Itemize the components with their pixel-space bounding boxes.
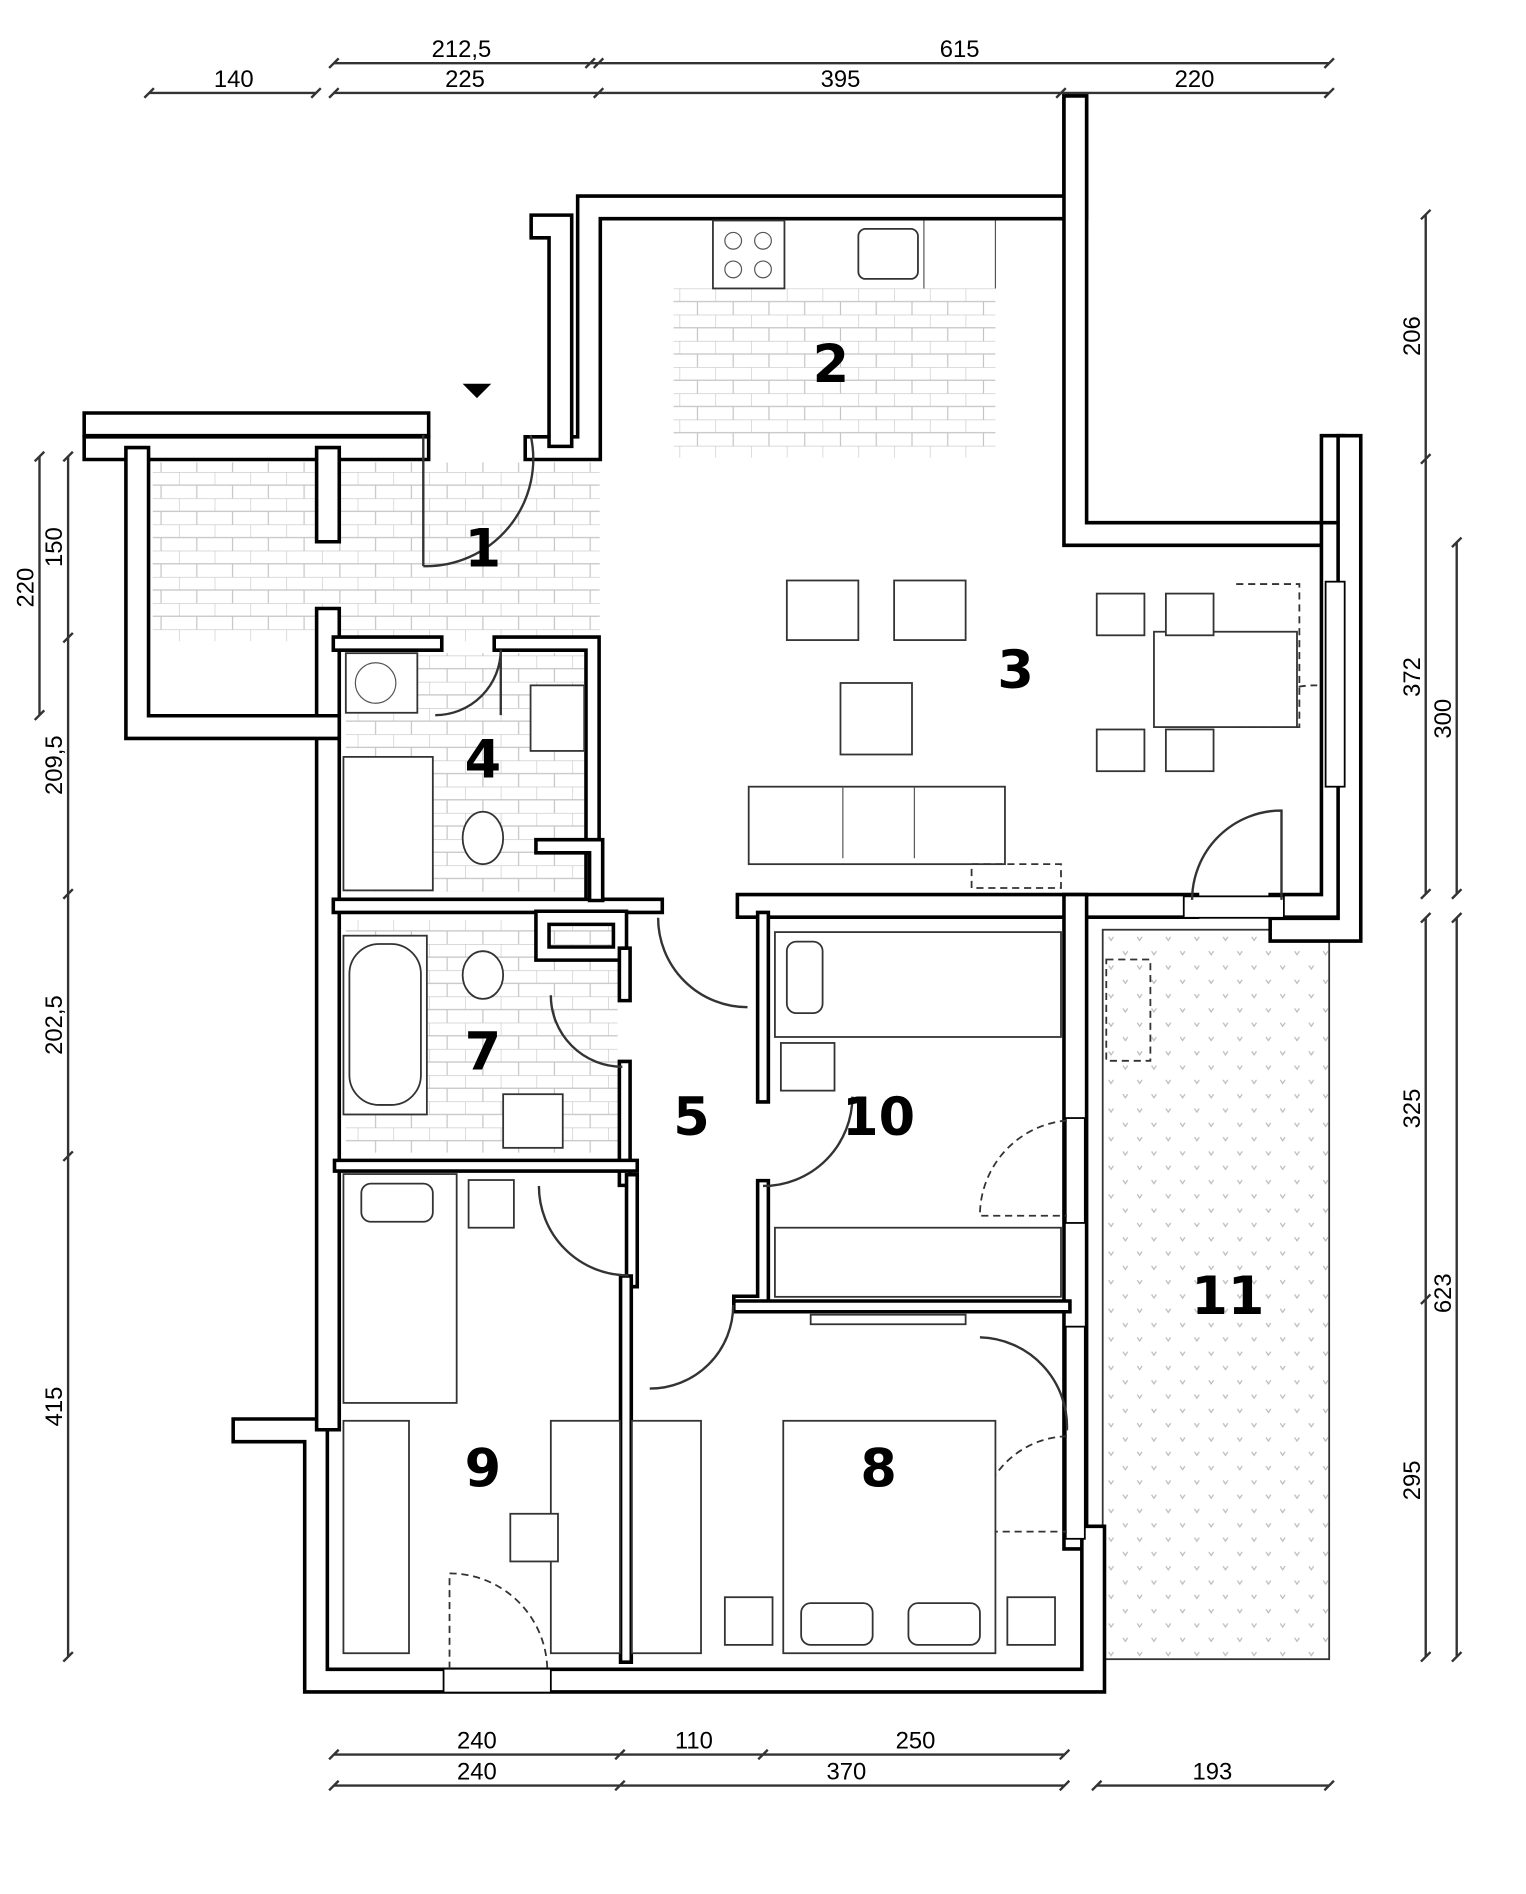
window-room-8 xyxy=(1064,1325,1086,1540)
room-8-label: 8 xyxy=(860,1439,897,1500)
door-room-9 xyxy=(537,1185,629,1277)
room-1-label: 1 xyxy=(465,519,502,580)
door-room-8 xyxy=(649,1305,735,1390)
walls xyxy=(82,94,1363,1694)
wall-segment xyxy=(1271,437,1359,940)
wall-segment xyxy=(537,841,601,899)
wall-segment xyxy=(735,1182,767,1306)
wall-segment xyxy=(234,1420,1103,1691)
wall-segment xyxy=(496,638,598,899)
window-dining xyxy=(1324,580,1346,788)
room-2-label: 2 xyxy=(813,334,850,395)
window-room-10 xyxy=(1064,1117,1086,1224)
dim-left-150: 150 xyxy=(41,527,68,567)
wall-segment xyxy=(1065,97,1343,544)
door-hall-5 xyxy=(656,917,748,1009)
dim-right-206: 206 xyxy=(1399,316,1426,356)
dim-top-225: 225 xyxy=(445,66,485,93)
dim-left-220: 220 xyxy=(13,568,40,608)
room-4-label: 4 xyxy=(465,729,502,790)
room-labels: 1 2 3 4 5 7 8 9 10 11 xyxy=(465,334,1265,1500)
dim-right-623: 623 xyxy=(1430,1273,1457,1313)
windows xyxy=(442,580,1346,1694)
room-7-label: 7 xyxy=(465,1022,502,1083)
entry-door xyxy=(422,434,535,568)
wall-segment xyxy=(1062,94,1346,548)
balcony-door xyxy=(1182,895,1285,919)
room-5-label: 5 xyxy=(673,1087,710,1148)
wall-segment xyxy=(127,449,338,737)
window-room-9 xyxy=(442,1667,552,1694)
door-balcony xyxy=(1190,809,1283,900)
dim-bottom-370: 370 xyxy=(827,1759,867,1786)
door-room-4 xyxy=(435,649,502,717)
dim-top-395: 395 xyxy=(821,66,861,93)
dim-left-415: 415 xyxy=(41,1387,68,1427)
door-room-10 xyxy=(762,1096,854,1188)
dim-top-140: 140 xyxy=(214,66,254,93)
dim-top-212-5: 212,5 xyxy=(432,36,492,63)
wall-segment xyxy=(532,216,570,445)
room-10-label: 10 xyxy=(842,1087,915,1148)
dimension-lines xyxy=(33,57,1463,1792)
dimension-labels: 212,5 615 140 225 395 220 220 150 209,5 … xyxy=(13,36,1457,1785)
door-room-7 xyxy=(549,995,623,1068)
dim-bottom-193: 193 xyxy=(1192,1759,1232,1786)
dim-bottom-240b: 240 xyxy=(457,1759,497,1786)
room-3-label: 3 xyxy=(997,640,1034,701)
dim-left-209-5: 209,5 xyxy=(41,735,68,795)
entry-arrow-icon xyxy=(462,383,492,399)
dim-bottom-110: 110 xyxy=(675,1728,713,1755)
dim-left-202-5: 202,5 xyxy=(41,995,68,1055)
dim-bottom-240a: 240 xyxy=(457,1728,497,1755)
dim-right-372: 372 xyxy=(1399,657,1426,697)
balcony-floor xyxy=(1101,928,1331,1661)
dim-top-220: 220 xyxy=(1175,66,1215,93)
dim-bottom-250: 250 xyxy=(896,1728,936,1755)
furniture xyxy=(342,219,1298,1655)
dim-top-615: 615 xyxy=(940,36,980,63)
room-11-label: 11 xyxy=(1191,1266,1264,1327)
dim-right-295: 295 xyxy=(1399,1461,1426,1501)
room-9-label: 9 xyxy=(465,1439,502,1500)
dim-right-325: 325 xyxy=(1399,1089,1426,1129)
dim-right-300: 300 xyxy=(1430,699,1457,739)
